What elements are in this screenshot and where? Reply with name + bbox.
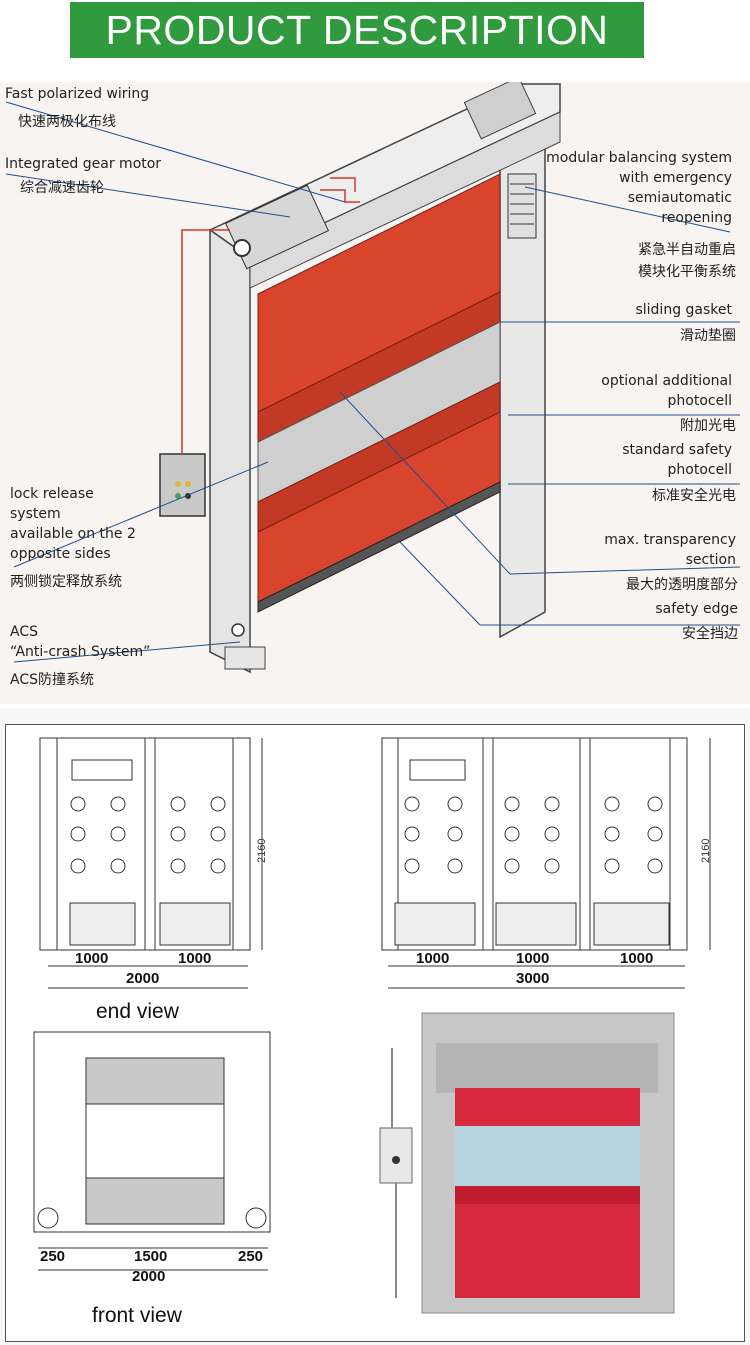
technical-drawing-svg [33, 737, 711, 1314]
label-transparency-en-1: max. transparency [604, 532, 736, 548]
end-view-title: end view [96, 1000, 179, 1023]
dim-two-panel-right: 1000 [178, 950, 212, 967]
label-safety-edge-en: safety edge [655, 601, 738, 617]
label-acs-en-1: ACS [10, 624, 38, 640]
dim-three-panel-height: 2160 [700, 838, 712, 863]
label-wiring-en: Fast polarized wiring [5, 86, 150, 102]
label-gasket-cn: 滑动垫圈 [680, 328, 736, 344]
dim-front-right: 250 [238, 1248, 264, 1265]
label-photocell-opt-en-2: photocell [667, 393, 732, 409]
dim-two-panel-left: 1000 [75, 950, 109, 967]
dim-front-left: 250 [40, 1248, 66, 1265]
label-balancing-cn-1: 紧急半自动重启 [638, 242, 736, 258]
label-photocell-std-cn: 标准安全光电 [652, 488, 736, 504]
door-cutaway-drawing [5, 82, 741, 674]
label-balancing-cn-2: 模块化平衡系统 [638, 264, 736, 280]
label-wiring-cn: 快速两极化布线 [18, 114, 116, 130]
label-transparency-en-2: section [685, 552, 736, 568]
front-view-title: front view [92, 1304, 182, 1327]
label-lock-en-1: lock release [10, 486, 94, 502]
dim-three-panel-1: 1000 [416, 950, 450, 967]
label-balancing-en-2: with emergency [619, 170, 732, 186]
label-acs-cn: ACS防撞系统 [10, 672, 94, 688]
label-motor-cn: 综合减速齿轮 [20, 180, 104, 196]
dim-three-panel-total: 3000 [516, 970, 550, 987]
label-photocell-std-en-2: photocell [667, 462, 732, 478]
label-lock-en-3: available on the 2 [10, 526, 136, 542]
label-transparency-cn: 最大的透明度部分 [626, 577, 738, 593]
dim-two-panel-height: 2160 [256, 838, 268, 863]
label-balancing-en-1: modular balancing system [546, 150, 732, 166]
technical-drawings: 1000 1000 2000 2160 1000 1000 1000 3000 … [0, 708, 750, 1345]
label-photocell-std-en-1: standard safety [622, 442, 732, 458]
label-photocell-opt-en-1: optional additional [601, 373, 732, 389]
label-safety-edge-cn: 安全挡边 [682, 626, 738, 642]
dim-front-total: 2000 [132, 1268, 166, 1285]
dim-front-center: 1500 [134, 1248, 168, 1265]
dim-three-panel-2: 1000 [516, 950, 550, 967]
label-motor-en: Integrated gear motor [5, 156, 162, 172]
dim-two-panel-total: 2000 [126, 970, 160, 987]
label-lock-cn: 两侧锁定释放系统 [10, 574, 122, 590]
label-lock-en-2: system [10, 506, 61, 522]
label-lock-en-4: opposite sides [10, 546, 111, 562]
banner-title: PRODUCT DESCRIPTION [105, 6, 609, 53]
label-gasket-en: sliding gasket [635, 302, 732, 318]
dim-three-panel-3: 1000 [620, 950, 654, 967]
label-balancing-en-3: semiautomatic [627, 190, 732, 206]
title-banner: PRODUCT DESCRIPTION [70, 2, 644, 58]
label-acs-en-2: “Anti-crash System” [10, 644, 151, 660]
door-cutaway-diagram: Fast polarized wiring 快速两极化布线 Integrated… [0, 82, 750, 704]
label-photocell-opt-cn: 附加光电 [680, 418, 736, 434]
label-balancing-en-4: reopening [661, 210, 732, 226]
